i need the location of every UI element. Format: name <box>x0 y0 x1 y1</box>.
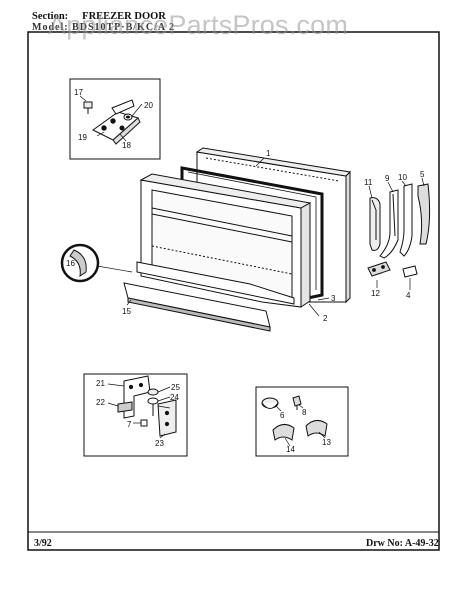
callout-12: 12 <box>371 289 380 298</box>
lower-leader-lines <box>107 383 171 439</box>
callout-18: 18 <box>122 141 131 150</box>
covers-inset-box <box>255 386 349 457</box>
watermark: AppliancePartsPros.com <box>48 10 349 40</box>
footer-date: 3/92 <box>34 538 52 549</box>
callout-6: 6 <box>280 411 285 420</box>
callout-3: 3 <box>331 294 336 303</box>
callout-13: 13 <box>322 438 331 447</box>
callout-16: 16 <box>66 259 75 268</box>
hinge-leader-lines <box>79 95 143 142</box>
callout-9: 9 <box>385 174 390 183</box>
door-trim-strip <box>123 282 271 332</box>
section-label: Section: <box>32 11 69 22</box>
page-border <box>27 31 440 551</box>
callout-19: 19 <box>78 133 87 142</box>
right-side-parts <box>367 183 431 278</box>
callout-8: 8 <box>302 408 307 417</box>
callout-15: 15 <box>122 307 131 316</box>
callout-numbers: 1 2 3 4 5 6 7 8 9 10 11 12 13 14 15 16 1… <box>66 88 425 454</box>
section-title: FREEZER DOOR <box>82 11 166 22</box>
callout-20: 20 <box>144 101 153 110</box>
callout-5: 5 <box>420 170 425 179</box>
callout-17: 17 <box>74 88 83 97</box>
callout-22: 22 <box>96 398 105 407</box>
model-line: Model: BDS10TP·B/KC/A 2 <box>32 22 176 33</box>
drawing-number: Drw No: A-49-32 <box>366 538 439 549</box>
lower-hinge-inset-box <box>83 373 188 457</box>
door-liner <box>136 173 312 308</box>
section-heading: Section: FREEZER DOOR <box>32 11 166 22</box>
callout-7: 7 <box>127 420 132 429</box>
gasket-detail-bubble <box>60 243 133 283</box>
callout-4: 4 <box>406 291 411 300</box>
hinge-inset-box <box>69 78 161 160</box>
callout-1: 1 <box>266 149 271 158</box>
callout-24: 24 <box>170 393 179 402</box>
callout-10: 10 <box>398 173 407 182</box>
cover-parts <box>261 395 328 441</box>
callout-11: 11 <box>364 178 373 187</box>
callout-14: 14 <box>286 445 295 454</box>
right-leader-lines <box>255 157 425 317</box>
top-hinge-assembly <box>83 99 141 145</box>
callout-25: 25 <box>171 383 180 392</box>
callout-21: 21 <box>96 379 105 388</box>
callout-2: 2 <box>323 314 328 323</box>
covers-leader-lines <box>275 404 326 447</box>
callout-23: 23 <box>155 439 164 448</box>
